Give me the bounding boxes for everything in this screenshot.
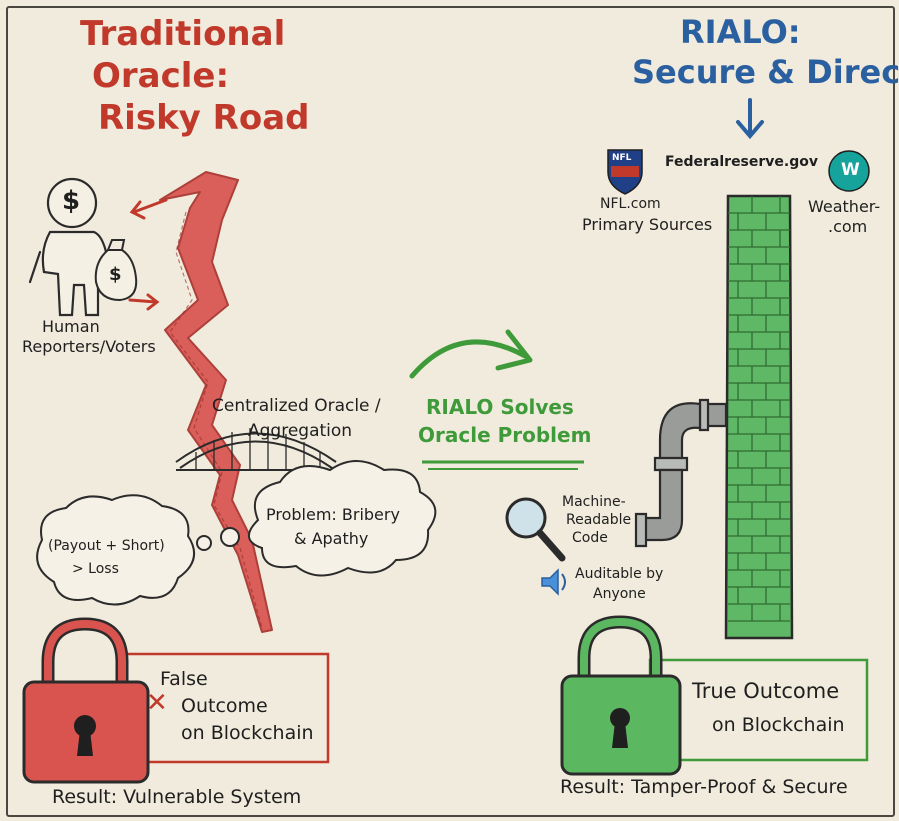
magnifier-icon	[505, 497, 566, 562]
weather-logo-text: W	[841, 160, 860, 180]
problem-label-line-2: & Apathy	[294, 529, 369, 548]
solves-line-2: Oracle Problem	[418, 423, 592, 447]
human-label-line-2: Reporters/Voters	[22, 337, 156, 356]
pipe-illustration	[634, 398, 728, 548]
flow-arrows-left	[128, 198, 168, 311]
problem-cloud	[248, 460, 437, 577]
auditable-line-1: Auditable by	[575, 566, 664, 582]
false-line-1: False	[160, 668, 208, 690]
machine-line-3: Code	[572, 530, 608, 546]
nfl-shield-icon	[607, 149, 643, 195]
right-title-line-2: Secure & Direct	[632, 53, 899, 91]
right-title-line-1: RIALO:	[680, 13, 801, 51]
human-label-line-1: Human	[42, 317, 100, 336]
thought-label-line-1: (Payout + Short)	[48, 538, 165, 554]
down-arrow-icon	[736, 98, 764, 140]
right-caption: Result: Tamper-Proof & Secure	[560, 776, 848, 798]
false-line-2: Outcome	[181, 695, 268, 717]
bag-symbol: $	[109, 264, 122, 285]
solves-curve-arrow	[409, 339, 528, 379]
auditable-line-2: Anyone	[593, 586, 646, 602]
nfl-source: NFL.com	[600, 196, 661, 212]
fed-source: Federalreserve.gov	[665, 154, 818, 170]
risky-road-arrow	[159, 171, 273, 633]
green-padlock-icon	[560, 615, 682, 776]
centralized-label-line-2: Aggregation	[248, 421, 353, 441]
left-caption: Result: Vulnerable System	[52, 786, 302, 808]
left-title-line-1: Traditional	[80, 14, 286, 54]
coin-symbol: $	[62, 186, 81, 216]
problem-label-line-1: Problem: Bribery	[266, 505, 400, 524]
primary-sources-label: Primary Sources	[582, 215, 713, 234]
true-line-2: on Blockchain	[712, 714, 845, 736]
human-reporter-figure	[28, 177, 110, 317]
weather-source-line-1: Weather-	[808, 197, 881, 216]
red-padlock-icon	[22, 617, 150, 784]
true-line-1: True Outcome	[692, 679, 840, 703]
centralized-label-line-1: Centralized Oracle /	[212, 396, 381, 416]
thought-cloud	[36, 494, 196, 606]
solves-line-1: RIALO Solves	[426, 395, 574, 419]
machine-line-1: Machine-	[562, 494, 626, 510]
speaker-icon	[541, 568, 566, 596]
weather-source-line-2: .com	[828, 217, 868, 236]
false-line-3: on Blockchain	[181, 722, 314, 744]
x-mark-icon: ✕	[146, 688, 168, 718]
true-outcome-box	[648, 658, 869, 762]
money-bag-icon	[94, 239, 138, 302]
nfl-logo-text: NFL	[612, 153, 632, 163]
left-title-line-2: Oracle:	[92, 56, 230, 96]
thought-label-line-2: > Loss	[72, 561, 119, 577]
border-frame	[6, 6, 895, 817]
weather-logo-icon	[828, 150, 870, 192]
left-title-line-3: Risky Road	[98, 98, 310, 138]
brick-tower	[724, 194, 794, 640]
machine-line-2: Readable	[566, 512, 632, 528]
